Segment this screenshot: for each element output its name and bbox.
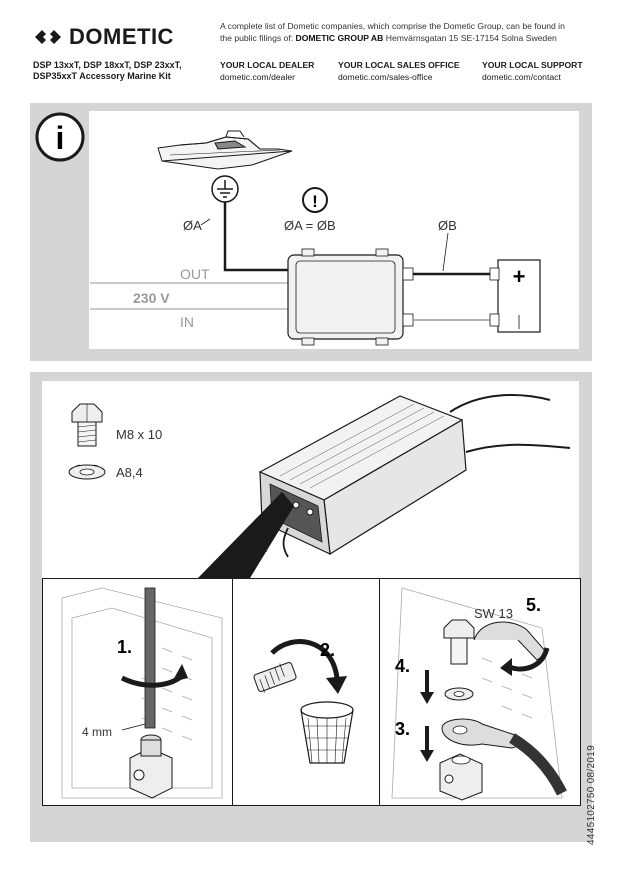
step-1-label: 1. <box>117 637 132 657</box>
washer-label: A8,4 <box>116 465 143 480</box>
company-note: A complete list of Dometic companies, wh… <box>220 20 600 44</box>
dealer-title: YOUR LOCAL DEALER <box>220 60 315 70</box>
wrench-icon <box>473 621 548 661</box>
sales-link[interactable]: dometic.com/sales-office <box>338 72 433 82</box>
dealer-contact: YOUR LOCAL DEALER dometic.com/dealer <box>220 59 314 83</box>
zoom-indicator <box>198 492 294 578</box>
logo-wordmark: DOMETIC <box>69 24 174 49</box>
models-line-2: DSP35xxT Accessory Marine Kit <box>33 71 171 81</box>
bolt-icon <box>71 403 103 447</box>
plus-symbol: + <box>513 264 526 289</box>
ground-wire <box>223 202 288 272</box>
info-symbol: i <box>56 120 65 156</box>
washer-icon <box>68 464 106 480</box>
washer-install-icon <box>444 687 474 701</box>
company-note-prefix: the public filings of: <box>220 33 296 43</box>
diameter-b-label: ØB <box>438 218 457 233</box>
terminal-block-3 <box>439 753 483 801</box>
dometic-chevron-icon <box>35 30 61 44</box>
step-divider-1 <box>232 578 233 806</box>
step-4-label: 4. <box>395 656 410 676</box>
step-3-label: 3. <box>395 719 410 739</box>
wrench-size-label: SW 13 <box>474 606 513 621</box>
steps-drawing: 1. 4 mm 2. SW 13 5. 4. 3. <box>61 587 567 801</box>
in-label: IN <box>180 314 194 330</box>
warning-symbol: ! <box>312 192 318 211</box>
out-label: OUT <box>180 266 210 282</box>
bolt-install-icon <box>443 619 475 665</box>
model-list: DSP 13xxT, DSP 18xxT, DSP 23xxT, DSP35xx… <box>33 60 223 82</box>
waste-basket-icon <box>300 701 354 764</box>
info-icon: i <box>35 112 85 162</box>
charger-unit <box>287 248 414 346</box>
battery-icon: + I <box>489 259 541 334</box>
terminal-block-1 <box>129 734 173 799</box>
charger-perspective <box>258 394 571 558</box>
install-diagram: M8 x 10 A8,4 <box>68 394 571 578</box>
company-name: DOMETIC GROUP AB <box>295 33 384 43</box>
sales-title: YOUR LOCAL SALES OFFICE <box>338 60 460 70</box>
diameter-a-label: ØA <box>183 218 202 233</box>
diameter-equation: ØA = ØB <box>284 218 336 233</box>
dometic-logo: DOMETIC <box>33 24 174 50</box>
dealer-link[interactable]: dometic.com/dealer <box>220 72 295 82</box>
step-divider-2 <box>379 578 380 806</box>
step-2-label: 2. <box>320 640 335 660</box>
screw-icon <box>253 662 297 693</box>
support-contact: YOUR LOCAL SUPPORT dometic.com/contact <box>482 59 583 83</box>
tool-size-label: 4 mm <box>82 725 112 739</box>
cable-lug-icon <box>441 718 567 796</box>
voltage-label: 230 V <box>133 290 170 306</box>
step-5-label: 5. <box>526 595 541 615</box>
ground-icon <box>211 175 239 203</box>
models-line-1: DSP 13xxT, DSP 18xxT, DSP 23xxT, <box>33 60 182 70</box>
boat-icon <box>157 130 293 170</box>
document-id: 4445102750 08/2019 <box>586 745 597 845</box>
allen-key <box>144 587 156 729</box>
sales-contact: YOUR LOCAL SALES OFFICE dometic.com/sale… <box>338 59 460 83</box>
wiring-diagram: i ! ØA ØA = ØB ØB OUT 230 V IN <box>35 112 541 346</box>
drop-arrow <box>270 639 340 679</box>
support-link[interactable]: dometic.com/contact <box>482 72 561 82</box>
bolt-label: M8 x 10 <box>116 427 162 442</box>
minus-symbol: I <box>516 312 522 334</box>
company-note-line-2: the public filings of: DOMETIC GROUP AB … <box>220 32 600 44</box>
step-3-scene <box>391 587 563 799</box>
support-title: YOUR LOCAL SUPPORT <box>482 60 583 70</box>
company-note-line-1: A complete list of Dometic companies, wh… <box>220 21 565 31</box>
warning-icon: ! <box>302 187 328 213</box>
company-address: Hemvärnsgatan 15 SE-17154 Solna Sweden <box>383 33 557 43</box>
